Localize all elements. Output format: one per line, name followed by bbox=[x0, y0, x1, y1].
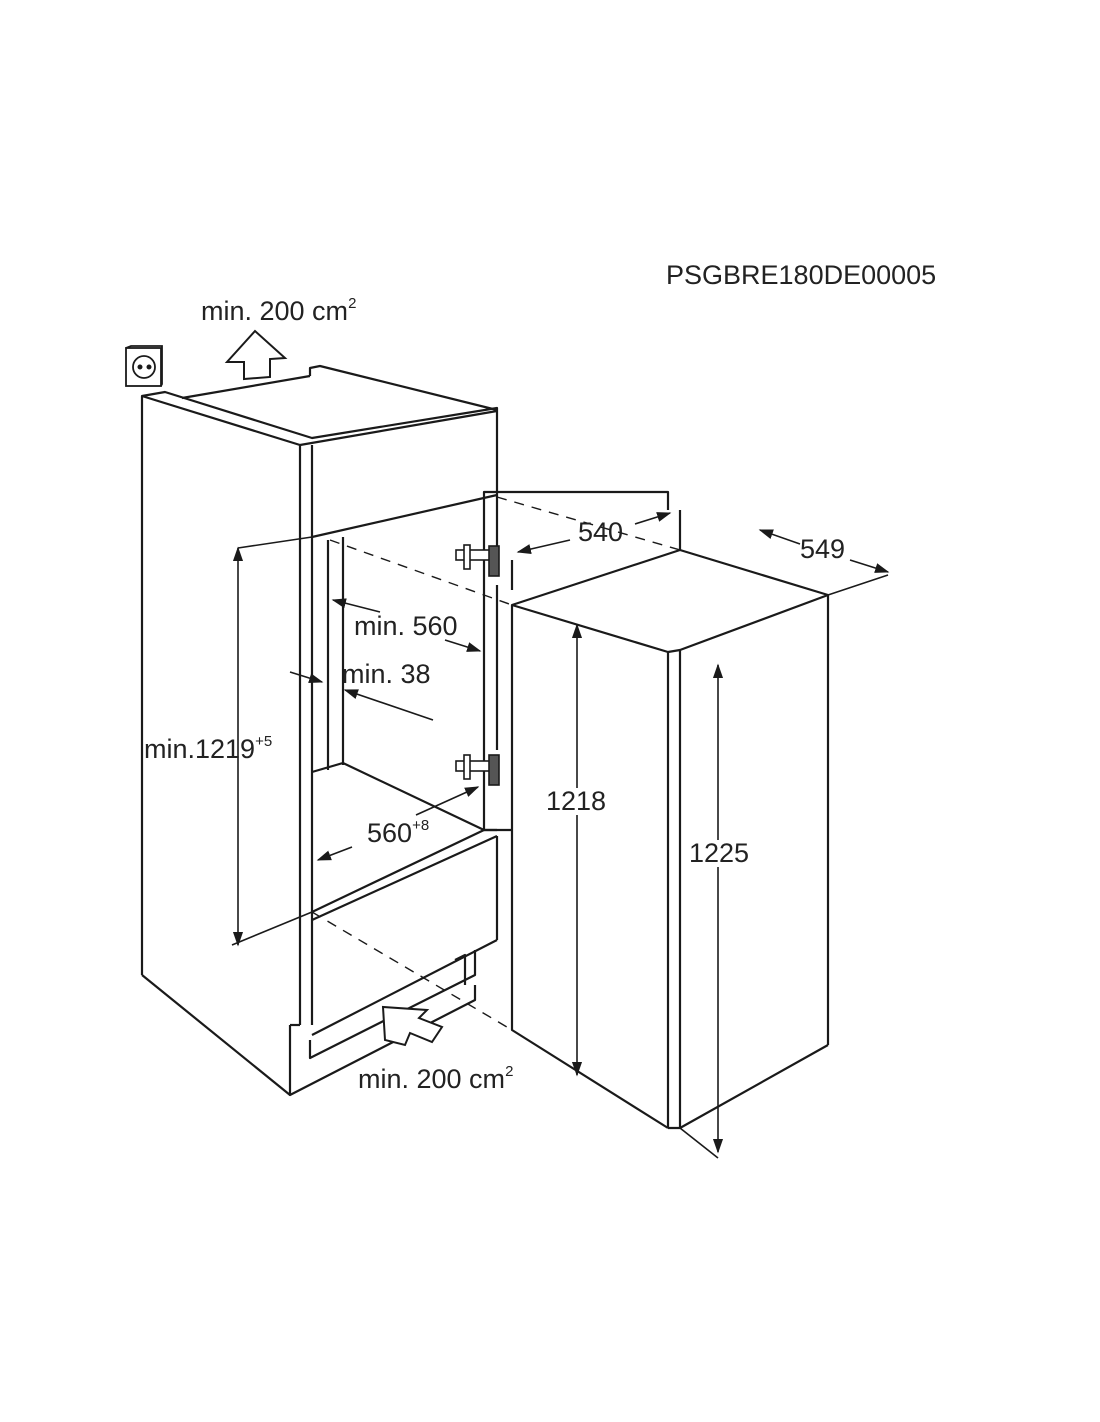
appliance-width-label: 540 bbox=[578, 517, 624, 547]
appliance-body-height-label: 1218 bbox=[546, 786, 607, 816]
hinge-icon bbox=[455, 544, 500, 577]
drawing-code: PSGBRE180DE00005 bbox=[666, 260, 937, 290]
appliance-outline bbox=[482, 490, 830, 1130]
niche-height-label: min.1219+5 bbox=[144, 733, 273, 764]
power-socket-icon bbox=[125, 345, 163, 387]
niche-width-label: 560+8 bbox=[367, 817, 430, 848]
guide-lines bbox=[311, 496, 681, 1031]
vent-bottom-label: min. 200 cm2 bbox=[358, 1063, 514, 1094]
label-sup: 2 bbox=[348, 295, 357, 312]
appliance-total-height-label: 1225 bbox=[689, 838, 750, 868]
hinge-icon bbox=[455, 754, 500, 786]
niche-depth-label: min. 560 bbox=[354, 611, 458, 641]
label-sup: 2 bbox=[505, 1063, 514, 1080]
label-text: min.1219 bbox=[144, 734, 256, 764]
cabinet-outline bbox=[140, 364, 499, 1097]
label-sup: +8 bbox=[412, 817, 430, 834]
label-text: min. 200 cm bbox=[358, 1064, 506, 1094]
appliance-depth-label: 549 bbox=[800, 534, 846, 564]
label-text: min. 200 cm bbox=[201, 296, 349, 326]
label-sup: +5 bbox=[255, 733, 273, 750]
airflow-arrow-up-icon bbox=[224, 329, 288, 381]
dimension-lines bbox=[231, 512, 890, 1159]
vent-top-label: min. 200 cm2 bbox=[201, 295, 357, 326]
airflow-arrow-in-icon bbox=[381, 1005, 444, 1047]
label-text: 560 bbox=[367, 818, 413, 848]
wall-thickness-label: min. 38 bbox=[342, 659, 431, 689]
